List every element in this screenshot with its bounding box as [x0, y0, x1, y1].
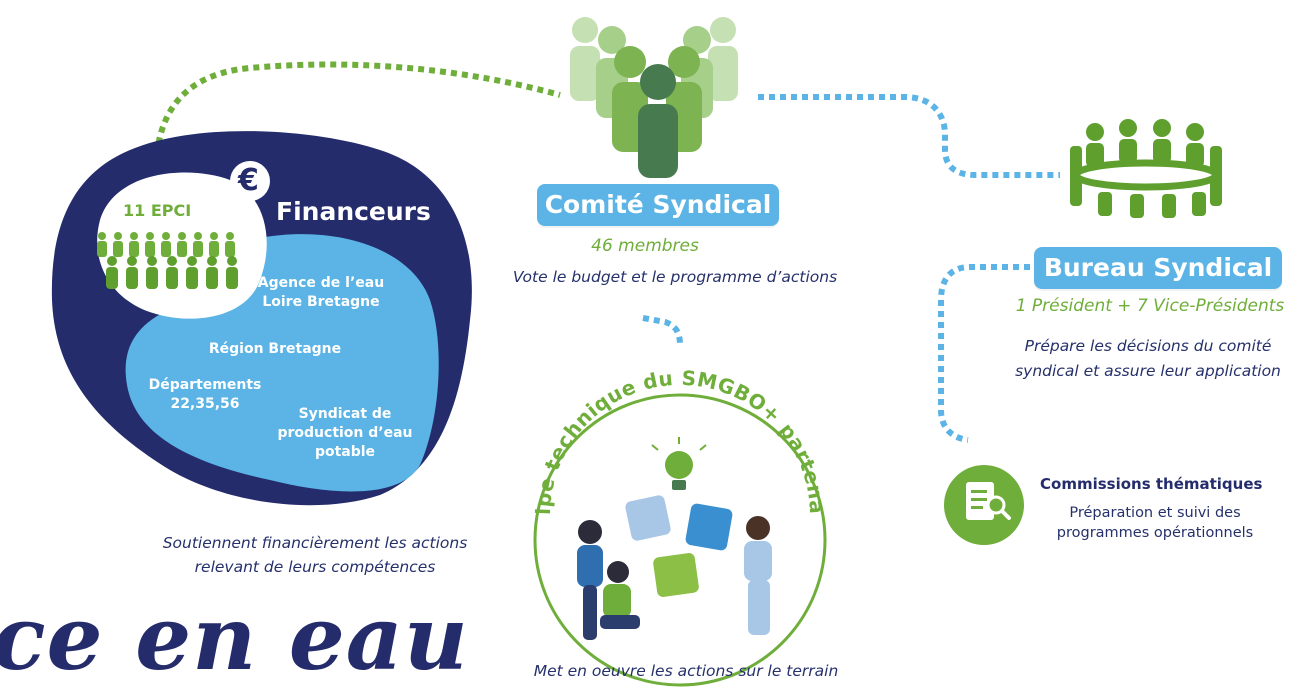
commissions-title: Commissions thématiques: [1040, 475, 1263, 493]
member-departements: Départements 22,35,56: [140, 376, 270, 414]
meeting-table-icon: [1070, 119, 1222, 218]
group-of-people-icon: [570, 17, 738, 178]
people-crowd-icon: [97, 232, 238, 289]
financeurs-title: Financeurs: [276, 197, 431, 226]
euro-icon: [230, 161, 270, 201]
bureau-description-line-2: syndical et assure leur application: [1015, 362, 1281, 380]
member-agence: Agence de l’eau Loire Bretagne: [246, 274, 396, 312]
member-region: Région Bretagne: [200, 340, 350, 359]
euro-symbol: €: [238, 163, 259, 198]
member-syndicat-line-2: production d’eau: [277, 425, 413, 441]
slogan-text: ce en eau: [0, 586, 469, 690]
member-syndicat-line-3: potable: [314, 444, 376, 460]
member-region-line: Région Bretagne: [208, 341, 342, 357]
financeurs-caption: Soutiennent financièrement les actions r…: [130, 531, 500, 579]
member-agence-line-1: Agence de l’eau: [257, 275, 385, 291]
comite-title-pill: Comité Syndical: [537, 184, 779, 226]
bureau-composition: 1 Président + 7 Vice-Présidents: [1015, 296, 1285, 316]
commissions-description-line-1: Préparation et suivi des: [1069, 505, 1241, 521]
bureau-description-line-1: Prépare les décisions du comité: [1024, 337, 1272, 355]
document-magnifier-icon: [944, 465, 1024, 545]
bureau-title: Bureau Syndical: [1043, 253, 1273, 282]
member-departements-line-1: Départements: [148, 377, 262, 393]
connector-comite-to-bureau: [758, 94, 1060, 178]
commissions-description: Préparation et suivi des programmes opér…: [1030, 503, 1280, 543]
lightbulb-puzzle-icon: [651, 437, 707, 490]
epci-label: 11 EPCI: [123, 201, 192, 220]
comite-title: Comité Syndical: [544, 190, 772, 219]
financeurs-caption-line-2: relevant de leurs compétences: [194, 558, 436, 576]
bureau-description: Prépare les décisions du comité syndical…: [995, 334, 1301, 384]
member-syndicat-line-1: Syndicat de: [298, 406, 392, 422]
commissions-description-line-2: programmes opérationnels: [1056, 525, 1254, 541]
equipe-description: Met en oeuvre les actions sur le terrain: [533, 662, 839, 680]
member-agence-line-2: Loire Bretagne: [262, 294, 380, 310]
comite-count: 46 membres: [591, 236, 699, 256]
member-syndicat: Syndicat de production d’eau potable: [260, 405, 430, 462]
member-departements-line-2: 22,35,56: [170, 396, 240, 412]
financeurs-caption-line-1: Soutiennent financièrement les actions: [162, 534, 468, 552]
connector-epci-to-comite: [152, 61, 561, 199]
connector-comite-to-equipe: [642, 315, 683, 346]
comite-description: Vote le budget et le programme d’actions: [512, 268, 838, 286]
bureau-title-pill: Bureau Syndical: [1034, 247, 1282, 289]
puzzle-team-illustration: [577, 495, 772, 640]
connector-bureau-to-commissions: [938, 264, 1030, 443]
